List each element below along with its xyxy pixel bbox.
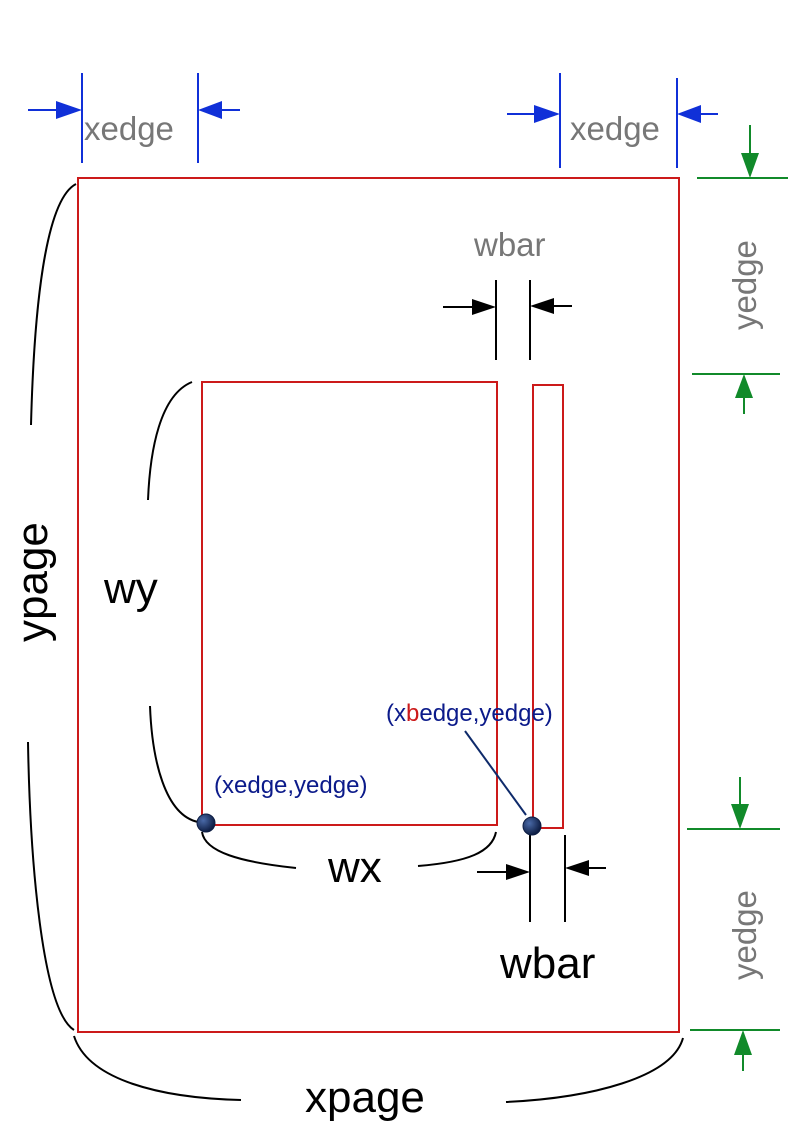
wbar-bottom-marker bbox=[477, 835, 606, 922]
xedge-right-marker bbox=[507, 73, 718, 168]
xedge-left-marker bbox=[28, 73, 240, 163]
ypage-brace bbox=[27, 183, 77, 1031]
color-bar bbox=[532, 384, 564, 829]
xpage-brace bbox=[73, 1035, 684, 1103]
wbar-top-marker bbox=[443, 280, 572, 360]
wx-label: wx bbox=[327, 843, 382, 892]
bar-coord-highlight: b bbox=[406, 700, 419, 727]
page-outline bbox=[77, 177, 680, 1033]
bar-coord-leader bbox=[464, 730, 527, 816]
origin-coord-label: (xedge,yedge) bbox=[214, 772, 367, 799]
wy-brace bbox=[147, 381, 199, 823]
bar-coord-suffix: edge,yedge) bbox=[419, 700, 552, 727]
wx-brace bbox=[201, 831, 497, 869]
wbar-bottom-label: wbar bbox=[499, 939, 595, 988]
yedge-top-marker bbox=[692, 125, 788, 414]
xedge-left-label: xedge bbox=[84, 110, 174, 147]
bar-origin-point bbox=[522, 816, 542, 836]
yedge-top-label: yedge bbox=[726, 240, 763, 330]
bar-coord-prefix: (x bbox=[386, 700, 406, 727]
plot-area bbox=[201, 381, 498, 826]
origin-point bbox=[196, 813, 216, 833]
yedge-bottom-marker bbox=[687, 777, 780, 1071]
yedge-bottom-label: yedge bbox=[726, 890, 763, 980]
bar-coord-label: (xbedge,yedge) bbox=[386, 700, 553, 727]
xpage-label: xpage bbox=[305, 1073, 425, 1122]
wbar-top-label: wbar bbox=[473, 226, 546, 263]
wy-label: wy bbox=[103, 564, 158, 613]
ypage-label: ypage bbox=[8, 522, 57, 642]
xedge-right-label: xedge bbox=[570, 110, 660, 147]
